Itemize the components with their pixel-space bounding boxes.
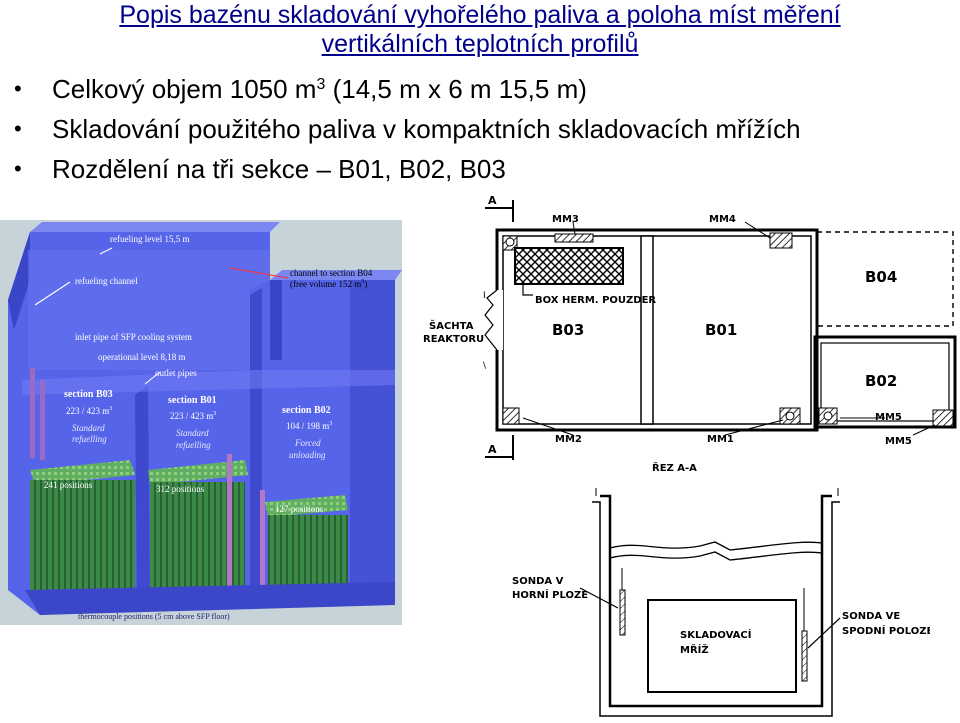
label-b03-title: section B03: [64, 389, 113, 400]
plan-label-b03: B03: [552, 321, 584, 339]
rack-b02: [268, 515, 348, 590]
plan-label-sachta-1: ŠACHTA: [429, 319, 474, 332]
label-b02-count: 104 / 198 m: [286, 421, 329, 431]
label-channel-b04: channel to section B04: [290, 268, 373, 278]
label-inlet-pipe: inlet pipe of SFP cooling system: [75, 332, 192, 342]
svg-text:104 / 198 m3: 104 / 198 m3: [286, 421, 332, 431]
label-b03-sup: 3: [109, 406, 112, 412]
bullet-volume-text: Celkový objem 1050 m: [52, 74, 317, 104]
section-label-sonda-bot-1: SONDA VE: [842, 611, 900, 622]
plan-label-sachta-2: REAKTORU: [423, 334, 484, 345]
bullet-volume-dims: (14,5 m x 6 m 15,5 m): [325, 74, 587, 104]
plan-label-b04: B04: [865, 268, 897, 286]
label-refueling-channel: refueling channel: [75, 276, 138, 286]
label-b01-mode1: Standard: [176, 428, 209, 438]
label-operational-level: operational level 8,18 m: [98, 352, 185, 362]
label-channel-b04-volume: (free volume 152 m: [290, 279, 361, 289]
title-line-2: vertikálních teplotních profilů: [321, 30, 639, 58]
box-herm-pouzder: [514, 247, 624, 285]
label-channel-b04-sup: 3: [361, 279, 364, 285]
label-b02-mode1: Forced: [294, 438, 321, 448]
plan-mark-2: \: [483, 361, 487, 371]
bullet-sections-text: Rozdělení na tři sekce – B01, B02, B03: [52, 154, 506, 184]
section-rack: [647, 599, 797, 693]
plan-mark-1: I: [483, 291, 486, 301]
section-label-sonda-bot-2: SPODNÍ POLOZE: [842, 624, 930, 637]
plan-label-a-bottom: A: [488, 443, 497, 456]
rack-b01-top: [148, 460, 248, 485]
plan-label-mm5-a: MM5: [875, 412, 902, 423]
bullet-volume-sup: 3: [316, 76, 326, 93]
label-b03-count: 223 / 423 m: [66, 406, 109, 416]
plan-label-mm2: MM2: [555, 434, 582, 445]
pool-3d-render: refueling level 15,5 m refueling channel…: [0, 220, 402, 625]
label-b03-mode1: Standard: [72, 423, 105, 433]
rack-b02-top: [265, 495, 348, 517]
bullet-dot-icon: •: [14, 116, 22, 141]
rack-b03: [30, 480, 135, 590]
plan-label-b02: B02: [865, 372, 897, 390]
plan-label-b01: B01: [705, 321, 737, 339]
svg-text:(free volume 152 m3): (free volume 152 m3): [290, 279, 367, 289]
label-outlet-pipes: outlet pipes: [155, 368, 197, 378]
label-b01-title: section B01: [168, 395, 217, 406]
plan-label-mm3: MM3: [552, 214, 579, 225]
rack-b03-top: [30, 460, 135, 485]
label-b02-sup: 3: [329, 421, 332, 427]
label-refueling-level: refueling level 15,5 m: [110, 234, 189, 244]
label-b02-mode2: unloading: [289, 450, 326, 460]
label-thermocouple: thermocouple positions (5 cm above SFP f…: [78, 612, 230, 621]
plan-label-box: BOX HERM. POUZDER: [535, 295, 656, 306]
section-label-sonda-top-1: SONDA V: [512, 576, 564, 587]
plan-label-mm1: MM1: [707, 434, 734, 445]
label-b01-mode2: refuelling: [176, 440, 211, 450]
section-label-rack-1: SKLADOVACÍ: [680, 628, 752, 641]
svg-text:223 / 423 m3: 223 / 423 m3: [66, 406, 112, 416]
plan-view-drawing: A A MM3 MM4 MM2 MM1 MM5 MM5 BOX HERM. PO…: [423, 194, 957, 474]
section-label-sonda-top-2: HORNÍ PLOZE: [512, 588, 588, 601]
section-view-drawing: SONDA V HORNÍ PLOZE SONDA VE SPODNÍ POLO…: [512, 488, 930, 717]
label-b01-sup: 3: [213, 411, 216, 417]
label-positions-312: 312 positions: [156, 484, 205, 494]
label-b01-count: 223 / 423 m: [170, 411, 213, 421]
label-b02-title: section B02: [282, 405, 331, 416]
label-channel-b04-end: ): [364, 279, 367, 289]
bullet-dot-icon: •: [14, 76, 22, 101]
plan-label-mm4: MM4: [709, 214, 736, 225]
label-positions-241: 241 positions: [44, 480, 93, 490]
title-line-1: Popis bazénu skladování vyhořelého paliv…: [119, 1, 841, 29]
bullet-storage-text: Skladování použitého paliva v kompaktníc…: [52, 114, 801, 144]
plan-label-section-cut: ŘEZ A-A: [652, 461, 697, 474]
bullet-dot-icon: •: [14, 156, 22, 181]
svg-text:223 / 423 m3: 223 / 423 m3: [170, 411, 216, 421]
plan-label-a-top: A: [488, 194, 497, 207]
label-b03-mode2: refuelling: [72, 434, 107, 444]
label-positions-127: 127 positions: [275, 504, 324, 514]
plan-label-mm5-b: MM5: [885, 436, 912, 447]
section-label-rack-2: MŘÍŽ: [680, 643, 709, 656]
pool-3d-svg: refueling level 15,5 m refueling channel…: [0, 220, 402, 625]
